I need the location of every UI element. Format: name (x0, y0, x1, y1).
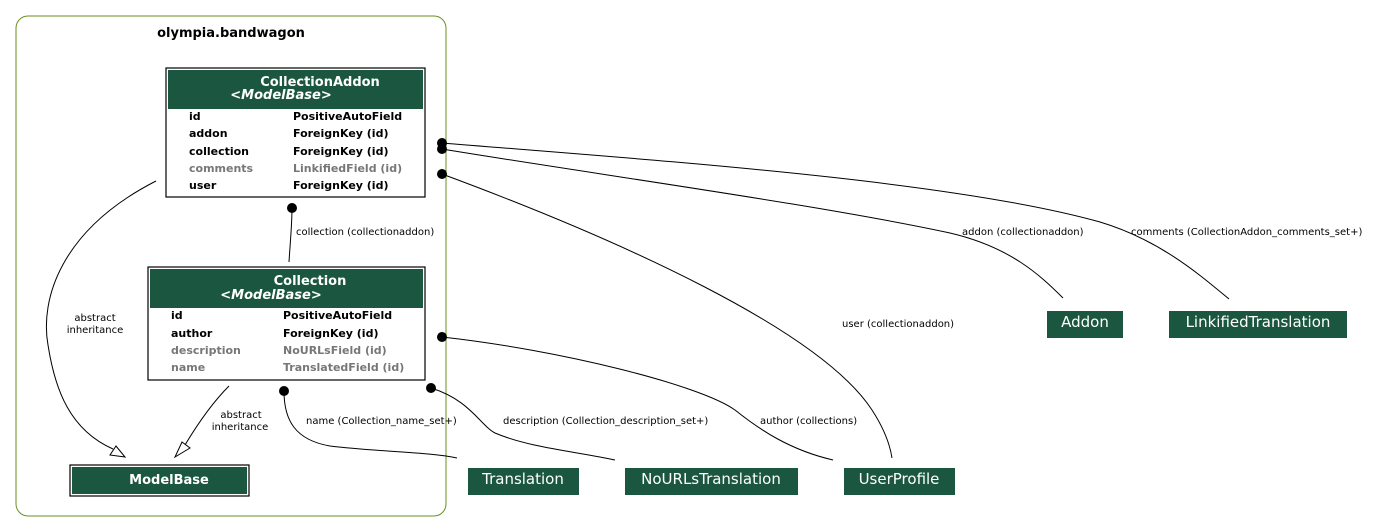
field-type: NoURLsField (id) (283, 344, 387, 357)
field-name: description (171, 344, 241, 357)
edge-addon (441, 148, 1064, 299)
user-profile-node[interactable]: UserProfile (844, 468, 955, 495)
edge-user (441, 173, 893, 459)
linkified-translation-node[interactable]: LinkifiedTranslation (1169, 311, 1347, 338)
edge-description-endpoint (426, 383, 436, 393)
edge-comments-endpoint (437, 138, 447, 148)
field-name: author (171, 327, 213, 340)
field-name: user (189, 179, 217, 192)
collection-addon-title: CollectionAddon (260, 75, 380, 90)
edge-user-endpoint (437, 169, 447, 179)
field-name: addon (189, 127, 228, 140)
edge-author-endpoint (437, 332, 447, 342)
cluster-box (15, 15, 447, 517)
field-type: TranslatedField (id) (283, 361, 404, 374)
collection-header (150, 269, 423, 308)
edge-label-inherit-collection-2: inheritance (212, 422, 269, 433)
field-name: name (171, 361, 205, 374)
field-type: PositiveAutoField (293, 110, 402, 123)
user-profile-label: UserProfile (859, 470, 940, 488)
edge-collection (288, 207, 293, 263)
edge-collection-endpoint (287, 203, 297, 213)
edge-label-comments: comments (CollectionAddon_comments_set+) (1131, 227, 1362, 238)
edge-comments (441, 142, 1230, 300)
field-name: id (171, 309, 183, 322)
field-type: LinkifiedField (id) (293, 162, 402, 175)
inherit-arrow-collection-addon (109, 445, 127, 458)
edge-label-author: author (collections) (760, 416, 857, 427)
translation-label: Translation (481, 470, 564, 488)
collection-addon-base: <ModelBase> (230, 88, 331, 103)
addon-node[interactable]: Addon (1047, 311, 1123, 338)
field-type: ForeignKey (id) (293, 145, 388, 158)
addon-label: Addon (1061, 313, 1109, 331)
edge-label-name: name (Collection_name_set+) (306, 416, 457, 427)
model-base-node[interactable]: ModelBase (69, 464, 250, 497)
cluster-title: olympia.bandwagon (157, 26, 305, 41)
field-type: PositiveAutoField (283, 309, 392, 322)
translation-node[interactable]: Translation (468, 468, 579, 495)
field-name: collection (189, 145, 249, 158)
model-base-title: ModelBase (129, 473, 209, 488)
edge-inherit-collection-addon (45, 180, 157, 450)
linkified-translation-label: LinkifiedTranslation (1186, 313, 1331, 331)
field-name: id (189, 110, 201, 123)
collection-base: <ModelBase> (220, 288, 321, 303)
collection-addon-node[interactable]: CollectionAddon <ModelBase> id PositiveA… (165, 67, 426, 198)
nourls-translation-label: NoURLsTranslation (641, 470, 781, 488)
collection-node[interactable]: Collection <ModelBase> id PositiveAutoFi… (147, 266, 426, 381)
edge-label-addon: addon (collectionaddon) (962, 227, 1084, 238)
edge-label-description: description (Collection_description_set+… (503, 416, 708, 427)
inherit-arrow-collection (173, 441, 191, 459)
edge-label-inherit-collection-1: abstract (220, 410, 261, 421)
collection-title: Collection (274, 274, 347, 289)
edge-label-user: user (collectionaddon) (842, 319, 954, 330)
field-type: ForeignKey (id) (293, 127, 388, 140)
field-type: ForeignKey (id) (293, 179, 388, 192)
edge-label-inherit-collection-addon-2: inheritance (67, 325, 124, 336)
edge-label-collection: collection (collectionaddon) (296, 227, 434, 238)
edge-description (430, 387, 616, 461)
edge-name-endpoint (279, 386, 289, 396)
nourls-translation-node[interactable]: NoURLsTranslation (625, 468, 798, 495)
edge-inherit-collection (184, 385, 230, 446)
edge-author (441, 336, 834, 461)
edge-name (283, 390, 458, 459)
field-name: comments (189, 162, 254, 175)
collection-addon-header (168, 70, 423, 109)
field-type: ForeignKey (id) (283, 327, 378, 340)
edge-label-inherit-collection-addon-1: abstract (74, 313, 115, 324)
